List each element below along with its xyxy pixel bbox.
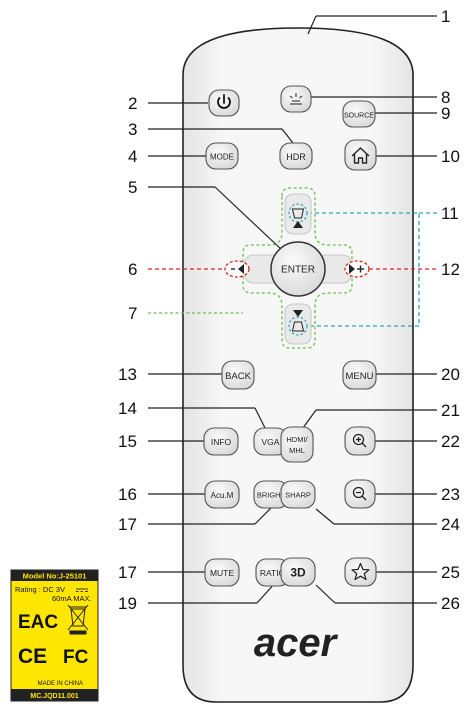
favorite-button[interactable] bbox=[344, 557, 377, 587]
lamp-button[interactable] bbox=[280, 85, 312, 113]
callout-11: 11 bbox=[441, 204, 459, 223]
callout-22: 22 bbox=[441, 432, 460, 451]
dpad-guide-outline bbox=[242, 187, 353, 349]
3d-button[interactable]: 3D bbox=[280, 557, 316, 587]
leader-17ab bbox=[254, 506, 273, 525]
mode-button[interactable]: MODE bbox=[205, 142, 239, 170]
up-button[interactable] bbox=[284, 193, 312, 235]
weee-bin-icon bbox=[67, 604, 89, 635]
label-made-in: MADE IN CHINA bbox=[38, 681, 83, 687]
label-ce-mark: CE bbox=[18, 645, 47, 668]
callout-15: 15 bbox=[118, 432, 137, 451]
callout-7: 7 bbox=[128, 304, 137, 323]
sharp-button[interactable]: SHARP bbox=[280, 480, 316, 509]
leader-5b bbox=[214, 186, 284, 252]
back-button-label: BACK bbox=[225, 371, 252, 382]
remote-body bbox=[182, 27, 414, 703]
back-button[interactable]: BACK bbox=[221, 360, 255, 390]
menu-button[interactable]: MENU bbox=[342, 360, 377, 390]
zoom-in-button[interactable] bbox=[344, 426, 376, 456]
label-model: Model No:J-25101 bbox=[23, 572, 87, 581]
source-button[interactable]: SOURCE bbox=[342, 100, 376, 128]
lamp-icon bbox=[289, 93, 303, 105]
zoom-out-icon bbox=[352, 486, 367, 501]
hdr-button-label: HDR bbox=[286, 152, 306, 162]
leader-26 bbox=[315, 584, 336, 604]
volume-down-icon bbox=[224, 260, 250, 278]
enter-button-label: ENTER bbox=[281, 265, 315, 276]
callout-10: 10 bbox=[441, 147, 460, 166]
callout-9: 9 bbox=[441, 104, 450, 123]
label-rating-line2: 60mA MAX. bbox=[52, 594, 92, 603]
hdmi-button-label-line1: HDMI/ bbox=[286, 435, 308, 444]
info-button[interactable]: INFO bbox=[203, 427, 239, 456]
info-button-label: INFO bbox=[211, 437, 232, 447]
sharp-button-label: SHARP bbox=[285, 491, 311, 500]
callout-16: 16 bbox=[118, 485, 137, 504]
hdmi-button-label-line2: MHL bbox=[289, 446, 305, 455]
home-button[interactable] bbox=[344, 139, 377, 171]
leader-1 bbox=[307, 15, 317, 35]
mute-button[interactable]: MUTE bbox=[204, 558, 240, 587]
label-fcc-mark: FC bbox=[63, 647, 89, 668]
home-icon bbox=[351, 147, 370, 164]
volume-up-icon bbox=[344, 260, 370, 278]
keystone-up-icon bbox=[288, 203, 308, 228]
down-button[interactable] bbox=[284, 303, 312, 345]
leader-3b bbox=[281, 128, 294, 144]
keystone-down-icon bbox=[288, 310, 308, 336]
rating-label: Model No:J-25101 Rating : DC 3V 60mA MAX… bbox=[10, 569, 99, 702]
ratio-button-label: RATIO bbox=[260, 568, 286, 578]
zoom-out-button[interactable] bbox=[344, 479, 376, 509]
enter-button[interactable]: ENTER bbox=[270, 241, 326, 297]
leader-24 bbox=[315, 508, 335, 525]
callout-numbers: 1 2 3 4 5 6 7 8 9 10 11 12 13 14 15 16 1… bbox=[118, 7, 460, 613]
colored-guides bbox=[148, 212, 437, 327]
callout-4: 4 bbox=[128, 147, 137, 166]
callout-20: 20 bbox=[441, 365, 460, 384]
label-eac-mark: EAC bbox=[18, 612, 58, 633]
callout-25: 25 bbox=[441, 563, 460, 582]
callout-26: 26 bbox=[441, 594, 460, 613]
zoom-in-icon bbox=[352, 433, 367, 448]
callout-24: 24 bbox=[441, 515, 460, 534]
callout-19: 19 bbox=[118, 594, 137, 613]
callout-17-mute: 17 bbox=[118, 563, 137, 582]
dc-symbol bbox=[76, 588, 88, 592]
hdmi-mhl-button[interactable]: HDMI/ MHL bbox=[280, 426, 314, 463]
label-rating-line1: Rating : DC 3V bbox=[15, 585, 65, 594]
callout-13: 13 bbox=[118, 365, 137, 384]
power-icon bbox=[217, 94, 231, 109]
callout-3: 3 bbox=[128, 120, 137, 139]
callout-2: 2 bbox=[128, 94, 137, 113]
source-button-label: SOURCE bbox=[344, 113, 374, 120]
callout-17-bright: 17 bbox=[118, 515, 137, 534]
mute-button-label: MUTE bbox=[210, 568, 234, 578]
vga-button-label: VGA bbox=[262, 437, 280, 447]
bright-button-label: BRIGHT bbox=[257, 491, 286, 500]
callout-6: 6 bbox=[128, 260, 137, 279]
3d-button-label: 3D bbox=[290, 566, 306, 580]
callout-8: 8 bbox=[441, 88, 450, 107]
acum-button-label: Acu.M bbox=[211, 491, 234, 500]
callout-1: 1 bbox=[441, 7, 450, 26]
leader-lines bbox=[148, 15, 437, 604]
label-part-no: MC.JQD11.001 bbox=[30, 693, 78, 700]
callout-23: 23 bbox=[441, 485, 460, 504]
hdr-button[interactable]: HDR bbox=[279, 142, 313, 170]
vga-button[interactable]: VGA bbox=[253, 427, 288, 456]
power-button[interactable] bbox=[208, 89, 240, 117]
callout-5: 5 bbox=[128, 178, 137, 197]
mode-button-label: MODE bbox=[210, 153, 234, 162]
callout-12: 12 bbox=[441, 260, 460, 279]
callout-21: 21 bbox=[441, 401, 460, 420]
callout-14: 14 bbox=[118, 399, 137, 418]
brand-logo: acer bbox=[254, 621, 339, 665]
acum-button[interactable]: Acu.M bbox=[204, 480, 240, 509]
menu-button-label: MENU bbox=[346, 371, 374, 382]
star-icon bbox=[351, 562, 370, 581]
